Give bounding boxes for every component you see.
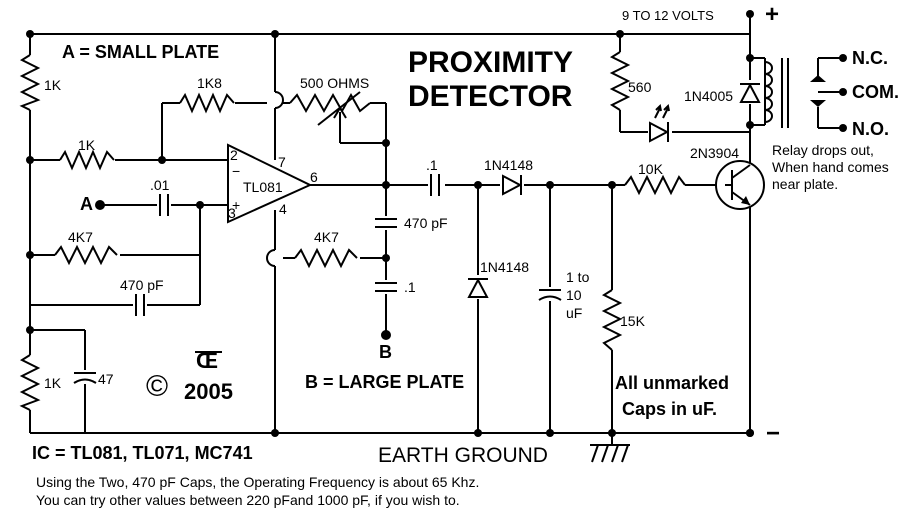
- label-cap-10: 10: [566, 287, 582, 303]
- labels: 9 TO 12 VOLTS + − A = SMALL PLATE PROXIM…: [32, 1, 899, 508]
- relay-coil: [764, 58, 789, 128]
- transistor-2n3904: [715, 160, 765, 210]
- label-com: COM.: [852, 82, 899, 102]
- ic-alternatives: IC = TL081, TL071, MC741: [32, 443, 253, 463]
- label-cap-uf: uF: [566, 305, 582, 321]
- supply-voltage-label: 9 TO 12 VOLTS: [622, 8, 714, 23]
- label-10k: 10K: [638, 161, 664, 177]
- label-1k-top: 1K: [44, 77, 62, 93]
- resistor-4k7-left: [54, 244, 120, 266]
- junction-dots: [26, 30, 754, 437]
- resistor-10k: [612, 174, 725, 196]
- minus-sign: −: [766, 420, 780, 447]
- capacitor-47uf: [73, 370, 97, 384]
- plate-b-terminal: [381, 330, 391, 340]
- label-0-01: .01: [150, 177, 170, 193]
- supply-terminals: [746, 10, 754, 437]
- plus-sign: +: [765, 1, 779, 28]
- relay-note-1: Relay drops out,: [772, 142, 874, 158]
- label-470pf-left: 470 pF: [120, 277, 164, 293]
- label-1n4148-series: 1N4148: [484, 157, 533, 173]
- resistor-15k: [601, 289, 623, 351]
- label-47: 47: [98, 371, 114, 387]
- note-line-1: Using the Two, 470 pF Caps, the Operatin…: [36, 474, 479, 490]
- label-470pf-right: 470 pF: [404, 215, 448, 231]
- plate-a-caption: A = SMALL PLATE: [62, 42, 219, 62]
- label-no: N.O.: [852, 119, 889, 139]
- diode-1n4148-series: [500, 174, 524, 196]
- label-1k8: 1K8: [197, 75, 222, 91]
- title-line-2: DETECTOR: [408, 80, 573, 113]
- earth-ground-icon: [590, 433, 630, 463]
- label-1n4148-shunt: 1N4148: [480, 259, 529, 275]
- resistor-1k8: [179, 92, 235, 114]
- relay-contacts: [810, 54, 847, 132]
- svg-text:Œ: Œ: [196, 348, 218, 373]
- plate-a-terminal: [95, 200, 105, 210]
- copyright-year: 2005: [184, 379, 233, 404]
- label-1n4005: 1N4005: [684, 88, 733, 104]
- plate-b-letter: B: [379, 342, 392, 362]
- plate-b-caption: B = LARGE PLATE: [305, 372, 464, 392]
- label-500-ohms: 500 OHMS: [300, 75, 369, 91]
- title-line-1: PROXIMITY: [408, 46, 573, 79]
- note-line-2: You can try other values between 220 pFa…: [36, 492, 460, 508]
- resistor-4k7-right: [294, 247, 360, 269]
- op-amp-plus: +: [232, 197, 240, 213]
- label-15k: 15K: [620, 313, 646, 329]
- resistor-1k-bottom: [19, 354, 41, 411]
- unmarked-caps-line-2: Caps in uF.: [622, 399, 717, 419]
- label-cap-1-to: 1 to: [566, 269, 590, 285]
- pin-7: 7: [278, 154, 286, 170]
- diode-1n4148-shunt: [467, 275, 489, 299]
- wiring: [29, 14, 765, 434]
- copyright-symbol: ©: [146, 370, 168, 403]
- pin-6: 6: [310, 169, 318, 185]
- capacitor-0-1-coupling: [428, 174, 442, 196]
- led-indicator: [648, 103, 672, 143]
- pin-4: 4: [279, 201, 287, 217]
- label-0-1-coupling: .1: [426, 157, 438, 173]
- diode-1n4005: [739, 80, 761, 104]
- resistor-560: [609, 51, 631, 111]
- earth-ground-label: EARTH GROUND: [378, 444, 548, 467]
- unmarked-caps-line-1: All unmarked: [615, 373, 729, 393]
- capacitor-1-to-10uf: [538, 287, 562, 301]
- label-2n3904: 2N3904: [690, 145, 739, 161]
- resistor-1k-input: [59, 149, 115, 171]
- pin-2: 2: [230, 147, 238, 163]
- capacitor-0-1-vertical: [375, 280, 397, 294]
- capacitor-470pf-left: [133, 294, 147, 316]
- capacitor-0-01: [157, 194, 171, 216]
- label-560: 560: [628, 79, 652, 95]
- label-0-1-vertical: .1: [404, 279, 416, 295]
- op-amp-tl081: [227, 143, 313, 224]
- resistor-1k-top: [19, 54, 41, 111]
- relay-note-3: near plate.: [772, 176, 838, 192]
- potentiometer-500-ohms: [289, 91, 386, 144]
- ce-logo: Œ: [195, 348, 222, 373]
- plate-a-letter: A: [80, 194, 93, 214]
- label-4k7-right: 4K7: [314, 229, 339, 245]
- relay-note-2: When hand comes: [772, 159, 889, 175]
- label-4k7-left: 4K7: [68, 229, 93, 245]
- op-amp-label: TL081: [243, 179, 283, 195]
- capacitor-470pf-right: [375, 216, 397, 230]
- op-amp-minus: −: [232, 163, 240, 179]
- pin-3: 3: [228, 205, 236, 221]
- label-1k-input: 1K: [78, 137, 96, 153]
- label-1k-bottom: 1K: [44, 375, 62, 391]
- label-nc: N.C.: [852, 48, 888, 68]
